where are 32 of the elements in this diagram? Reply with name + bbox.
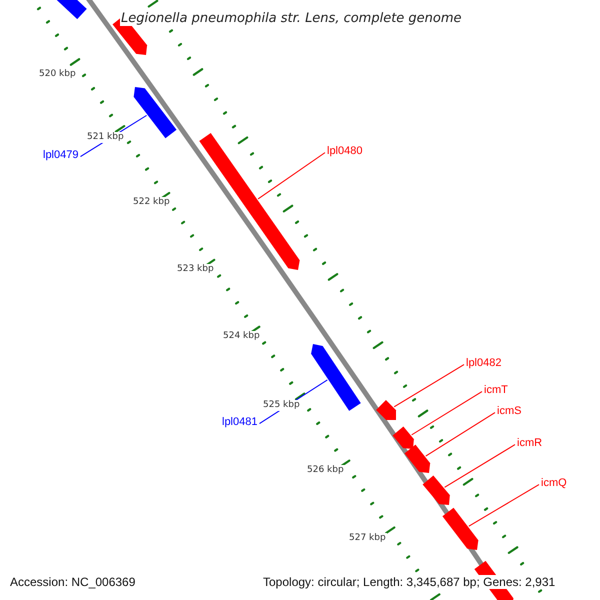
leader-line [394, 364, 464, 408]
gene-label: icmR [517, 438, 542, 449]
footer-text: Accession: NC_006369 [9, 575, 136, 589]
gene-label: lpl0479 [43, 150, 78, 161]
scale-label: 527 kbp [348, 533, 387, 544]
gene-feature [311, 344, 361, 411]
gene-label: icmQ [541, 478, 567, 489]
gene-feature [422, 476, 450, 505]
scale-label: 524 kbp [222, 331, 261, 342]
gene-label: lpl0481 [222, 417, 258, 428]
gene-feature [134, 87, 177, 138]
gene-feature [392, 426, 414, 449]
leader-line [425, 412, 496, 457]
scale-label: 521 kbp [86, 132, 125, 143]
gene-feature [376, 400, 396, 420]
scale-label: 523 kbp [176, 264, 215, 275]
scale-label: 522 kbp [132, 197, 171, 208]
scale-label: 520 kbp [38, 69, 77, 80]
gene-feature [442, 508, 478, 550]
gene-label: lpl0480 [327, 146, 362, 157]
leader-line [411, 391, 482, 436]
gene-feature [404, 444, 430, 473]
leader-line [258, 152, 326, 200]
gene-label: icmS [497, 406, 522, 417]
gene-label: icmT [484, 385, 508, 396]
gene-label: lpl0482 [466, 358, 502, 369]
footer-text: Topology: circular; Length: 3,345,687 bp; Genes: 2,931 [262, 575, 556, 589]
scale-label: 525 kbp [262, 400, 301, 411]
title: Legionella pneumophila str. Lens, complete genome [120, 11, 463, 26]
scale-label: 526 kbp [306, 465, 345, 476]
leader-line [444, 444, 516, 488]
leader-line [468, 484, 540, 527]
